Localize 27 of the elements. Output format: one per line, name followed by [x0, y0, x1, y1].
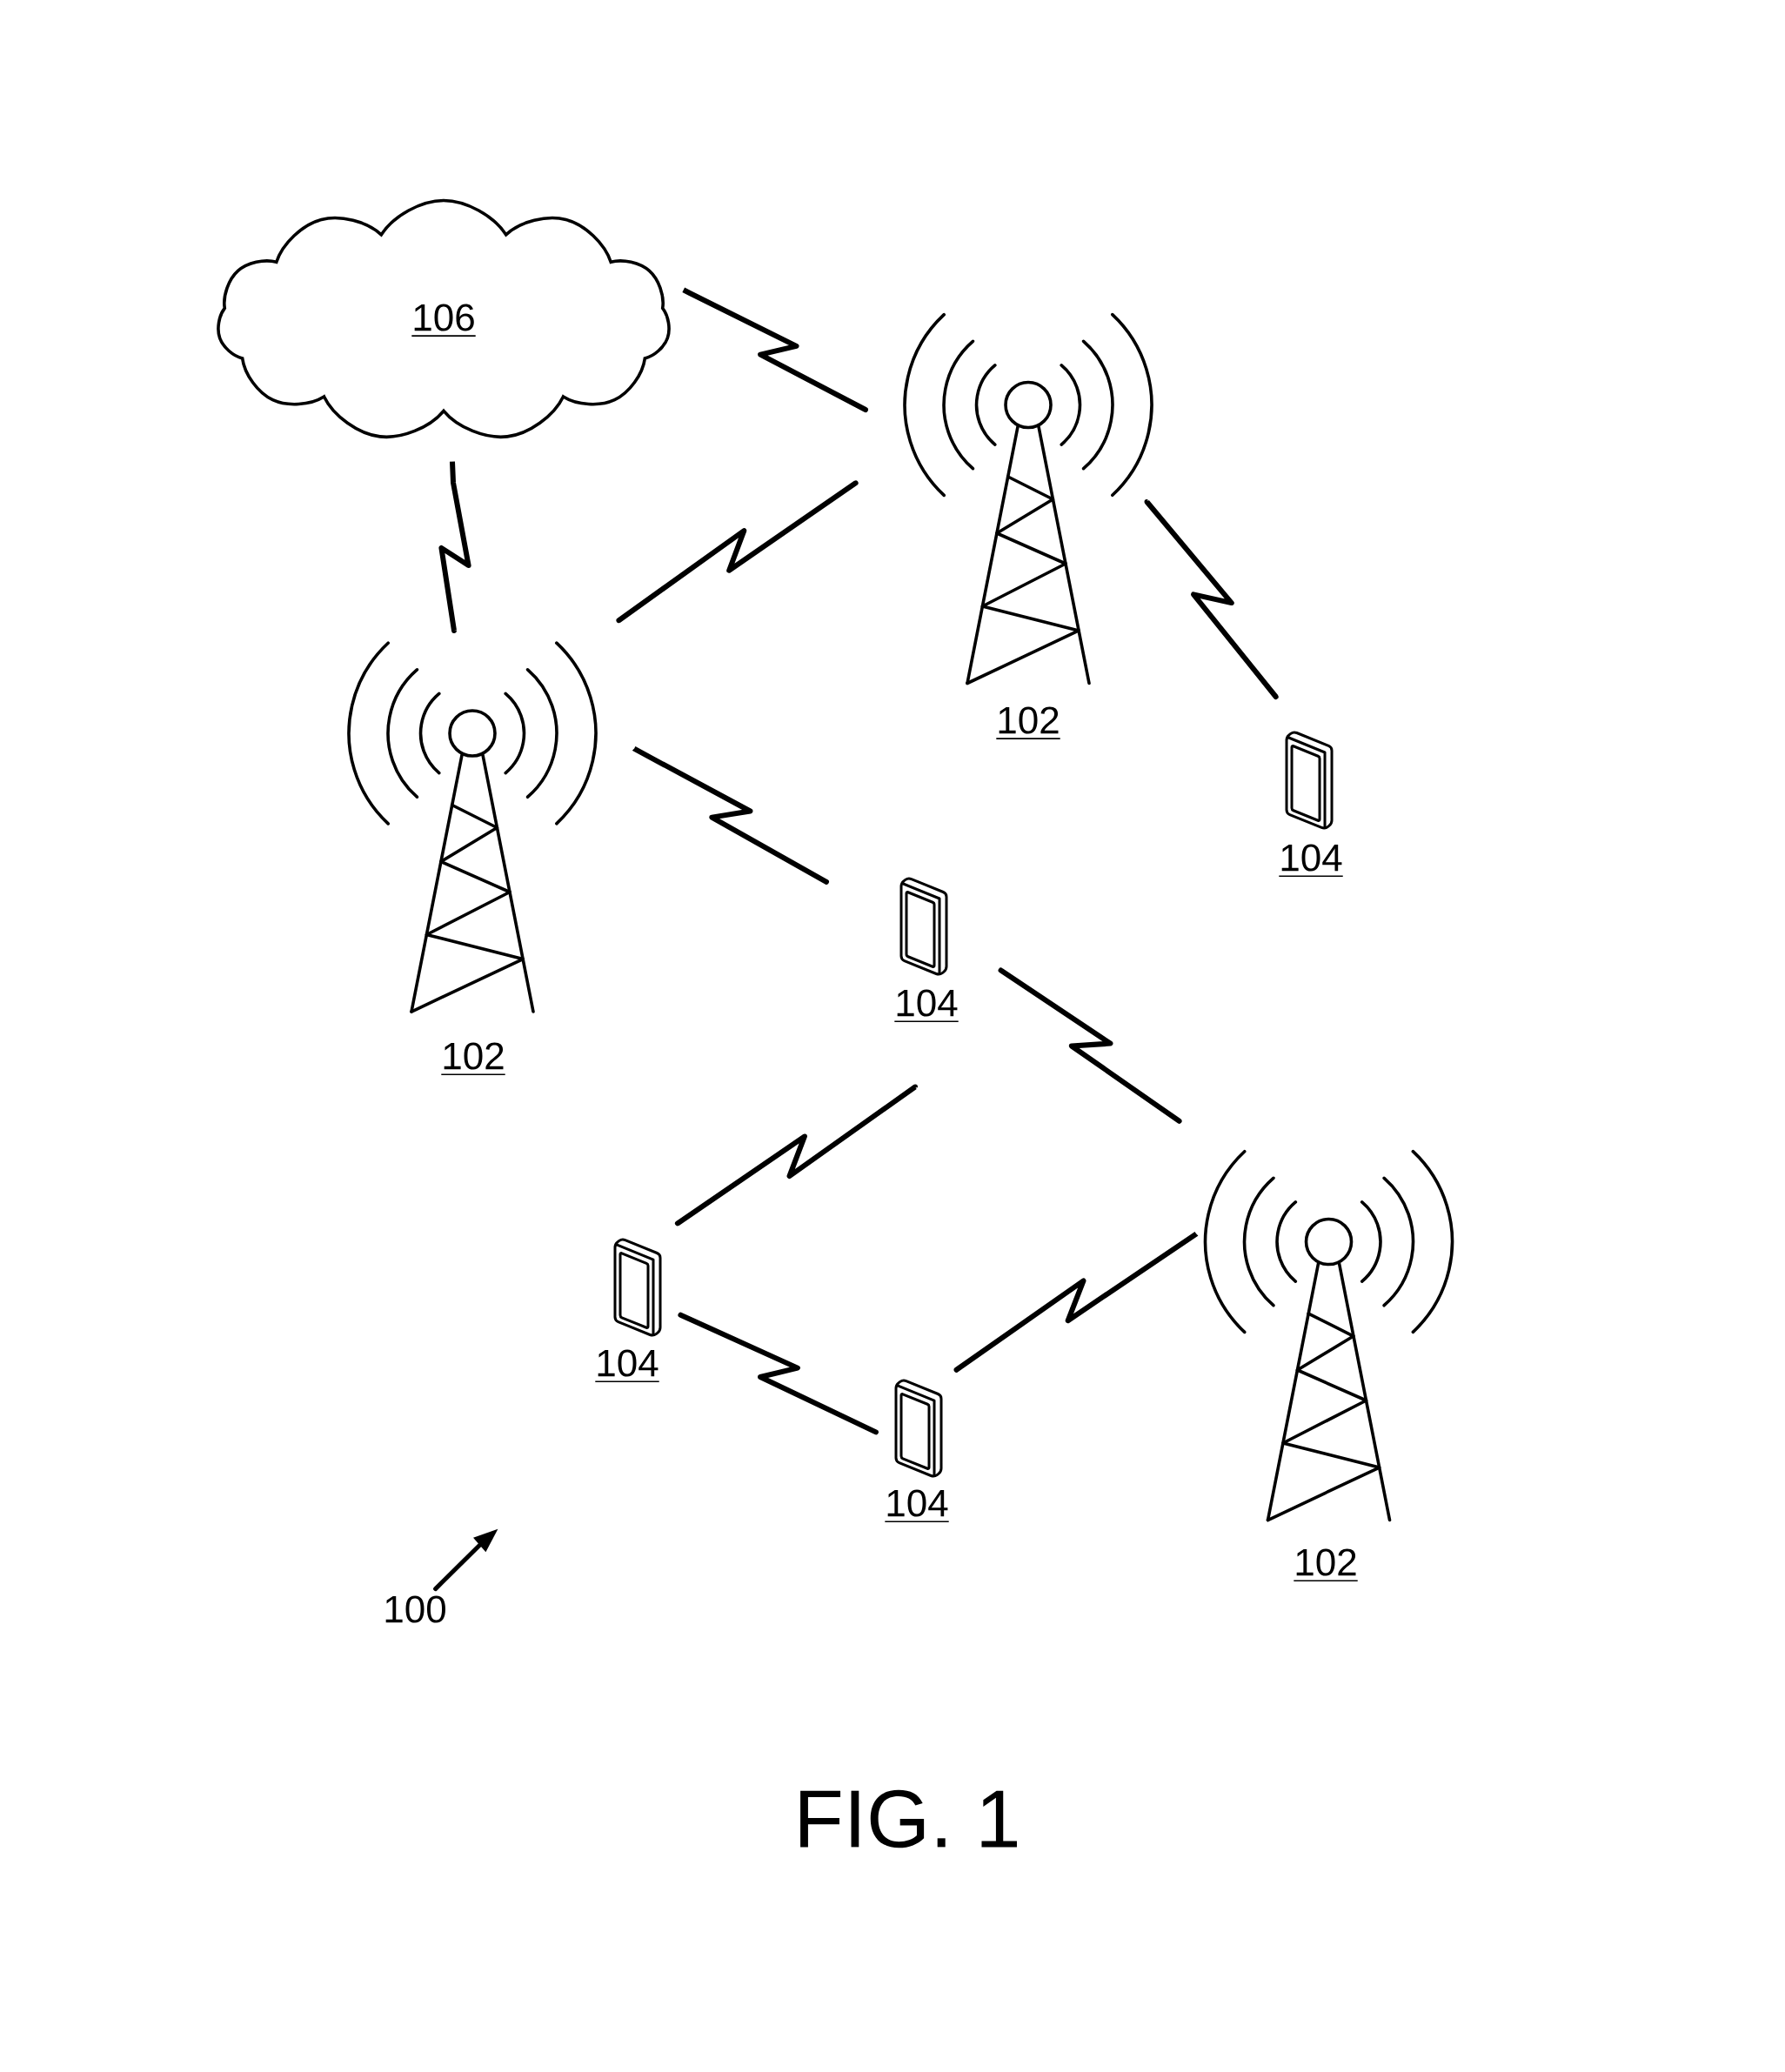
lightning-bolt: [616, 480, 859, 624]
reference-numeral: 102: [1293, 1548, 1359, 1581]
radio-tower: [1203, 1149, 1454, 1522]
lightning-bolt: [632, 745, 829, 885]
mobile-phone: [899, 877, 948, 976]
reference-numeral: 100: [385, 1595, 445, 1623]
lightning-bolt: [953, 1231, 1200, 1373]
radio-tower: [903, 312, 1153, 685]
mobile-phone: [894, 1379, 943, 1478]
lightning-bolt: [678, 1312, 879, 1435]
reference-numeral: 104: [893, 989, 959, 1022]
reference-numeral: 104: [594, 1349, 660, 1382]
lightning-bolt: [1144, 499, 1279, 699]
leader-arrow: [433, 1528, 498, 1592]
lightning-bolt: [438, 461, 471, 633]
reference-numeral: 102: [440, 1042, 506, 1075]
reference-numeral: 102: [995, 706, 1061, 739]
cloud: 106: [217, 198, 671, 439]
mobile-phone: [1285, 731, 1334, 830]
mobile-phone: [613, 1238, 662, 1337]
reference-numeral: 104: [1278, 844, 1344, 877]
lightning-bolt: [674, 1084, 918, 1226]
radio-tower: [347, 641, 598, 1013]
lightning-bolt: [682, 287, 868, 412]
figure-caption: FIG. 1: [800, 1789, 1017, 1848]
reference-numeral: 104: [884, 1489, 950, 1522]
lightning-bolt: [998, 967, 1182, 1124]
